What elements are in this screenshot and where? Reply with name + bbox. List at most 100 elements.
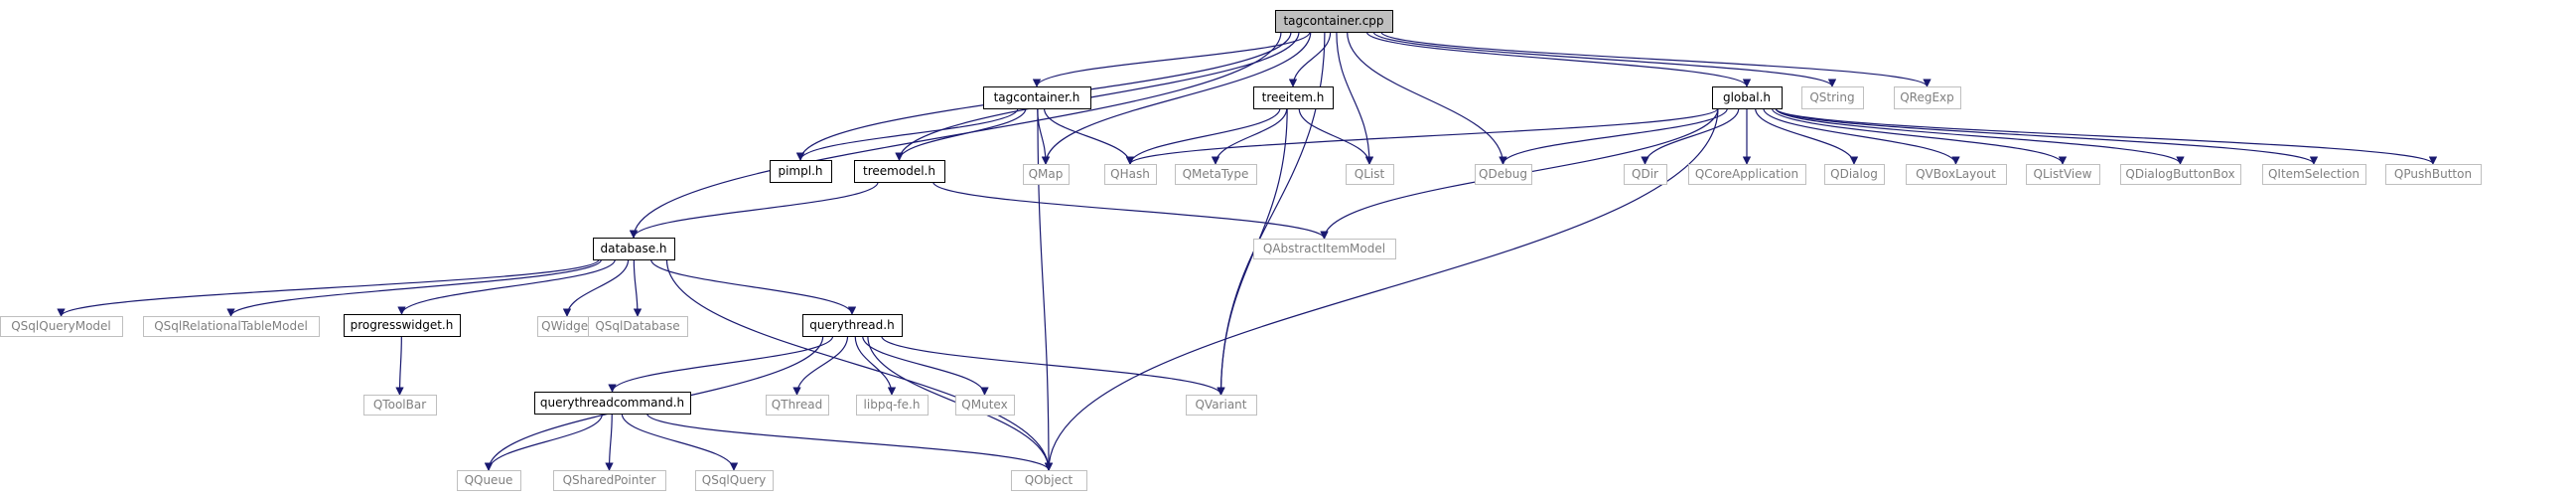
node-label: QObject <box>1025 473 1073 487</box>
node-label: QSqlQuery <box>702 473 766 487</box>
node-progresswidget-h[interactable]: progresswidget.h <box>344 314 461 337</box>
edge-tagcontainer_h-to-treemodel_h <box>895 107 1027 161</box>
node-QDialog: QDialog <box>1824 164 1885 185</box>
edge-tagcontainer_h-to-pimpl_h <box>795 107 1019 161</box>
node-box <box>1801 86 1864 109</box>
node-label: QRegExp <box>1900 90 1954 104</box>
node-database-h[interactable]: database.h <box>593 238 675 260</box>
edge-querythread_h-to-libpq_fe_h <box>854 335 897 396</box>
node-box <box>695 470 774 491</box>
node-QDebug: QDebug <box>1475 164 1532 185</box>
node-QSqlDatabase: QSqlDatabase <box>588 316 688 337</box>
node-QWidget: QWidget <box>537 316 598 337</box>
node-box <box>1688 164 1806 185</box>
node-label: database.h <box>600 242 666 255</box>
edge-tagcontainer_cpp-to-QDebug <box>1347 31 1507 165</box>
node-QSqlQueryModel: QSqlQueryModel <box>0 316 123 337</box>
node-QToolBar: QToolBar <box>363 395 437 416</box>
node-box <box>2385 164 2482 185</box>
node-label: QQueue <box>465 473 513 487</box>
edge-querythreadcommand_h-to-QQueue <box>484 413 604 471</box>
edge-querythread_h-to-QVariant <box>881 335 1225 396</box>
node-box <box>534 392 691 415</box>
edge-tagcontainer_cpp-to-QVariant <box>1216 31 1326 396</box>
node-label: QSqlRelationalTableModel <box>154 319 308 333</box>
edge-tagcontainer_cpp-to-database_h <box>629 31 1282 239</box>
node-box <box>1011 470 1087 491</box>
edge-querythreadcommand_h-to-QObject <box>646 413 1054 471</box>
node-label: QListView <box>2034 167 2092 181</box>
node-label: treemodel.h <box>863 164 935 178</box>
node-pimpl-h[interactable]: pimpl.h <box>770 160 832 183</box>
node-box <box>344 314 461 337</box>
edge-global_h-to-QDir <box>1641 107 1740 165</box>
node-box <box>802 314 903 337</box>
node-tagcontainer-cpp[interactable]: tagcontainer.cpp <box>1275 10 1393 33</box>
edge-database_h-to-QObject <box>665 258 1054 471</box>
node-QHash: QHash <box>1104 164 1157 185</box>
edge-global_h-to-QListView <box>1771 107 2068 165</box>
node-label: QDebug <box>1479 167 1527 181</box>
node-label: QVBoxLayout <box>1916 167 1996 181</box>
node-box <box>1253 86 1334 109</box>
edge-treeitem_h-to-QList <box>1298 107 1374 165</box>
edge-database_h-to-querythread_h <box>650 258 857 315</box>
edge-querythreadcommand_h-to-QSharedPointer <box>605 413 614 471</box>
node-QObject: QObject <box>1011 470 1087 491</box>
edge-database_h-to-QSqlQueryModel <box>57 258 600 317</box>
node-global-h[interactable]: global.h <box>1712 86 1783 109</box>
edge-global_h-to-QObject <box>1044 107 1719 471</box>
node-QMetaType: QMetaType <box>1175 164 1257 185</box>
node-QAbstractItemModel: QAbstractItemModel <box>1253 239 1396 259</box>
node-label: QWidget <box>541 319 593 333</box>
node-box <box>1346 164 1394 185</box>
node-QMutex: QMutex <box>955 395 1015 416</box>
node-label: pimpl.h <box>778 164 822 178</box>
node-label: querythread.h <box>809 318 894 332</box>
node-QVBoxLayout: QVBoxLayout <box>1906 164 2007 185</box>
node-box <box>1475 164 1532 185</box>
edge-treemodel_h-to-database_h <box>629 181 879 239</box>
node-box <box>1175 164 1257 185</box>
node-libpq-fe-h: libpq-fe.h <box>856 395 929 416</box>
node-label: progresswidget.h <box>351 318 454 332</box>
node-treeitem-h[interactable]: treeitem.h <box>1253 86 1334 109</box>
node-label: querythreadcommand.h <box>540 396 684 410</box>
node-label: tagcontainer.cpp <box>1283 14 1383 28</box>
node-box <box>1624 164 1667 185</box>
edge-global_h-to-QItemSelection <box>1775 107 2319 165</box>
node-QList: QList <box>1346 164 1394 185</box>
edge-treeitem_h-to-QHash <box>1125 107 1281 165</box>
node-querythread-h[interactable]: querythread.h <box>802 314 903 337</box>
node-QDialogButtonBox: QDialogButtonBox <box>2120 164 2241 185</box>
edge-global_h-to-QDialog <box>1755 107 1859 165</box>
node-QMap: QMap <box>1023 164 1070 185</box>
node-QPushButton: QPushButton <box>2385 164 2482 185</box>
node-box <box>2120 164 2241 185</box>
node-QSqlQuery: QSqlQuery <box>695 470 774 491</box>
node-label: QList <box>1355 167 1385 181</box>
edge-tagcontainer_cpp-to-QMap <box>1041 31 1312 165</box>
node-box <box>363 395 437 416</box>
nodes-layer: tagcontainer.cpp tagcontainer.h treeitem.h… <box>0 10 2482 491</box>
node-box <box>1186 395 1257 416</box>
node-label: global.h <box>1723 90 1771 104</box>
node-QSharedPointer: QSharedPointer <box>553 470 666 491</box>
node-label: QDialogButtonBox <box>2125 167 2234 181</box>
node-box <box>2026 164 2100 185</box>
edge-progresswidget_h-to-QToolBar <box>395 335 404 396</box>
node-QThread: QThread <box>766 395 829 416</box>
node-QDir: QDir <box>1624 164 1667 185</box>
node-QRegExp: QRegExp <box>1894 86 1961 109</box>
edge-tagcontainer_cpp-to-QRegExp <box>1380 31 1932 87</box>
node-box <box>1906 164 2007 185</box>
node-tagcontainer-h[interactable]: tagcontainer.h <box>983 86 1091 109</box>
node-box <box>1824 164 1885 185</box>
edge-global_h-to-QVBoxLayout <box>1763 107 1960 165</box>
node-box <box>766 395 829 416</box>
node-label: QString <box>1809 90 1854 104</box>
edge-tagcontainer_cpp-to-QList <box>1336 31 1374 165</box>
node-querythreadcommand-h[interactable]: querythreadcommand.h <box>534 392 691 415</box>
node-treemodel-h[interactable]: treemodel.h <box>854 160 945 183</box>
